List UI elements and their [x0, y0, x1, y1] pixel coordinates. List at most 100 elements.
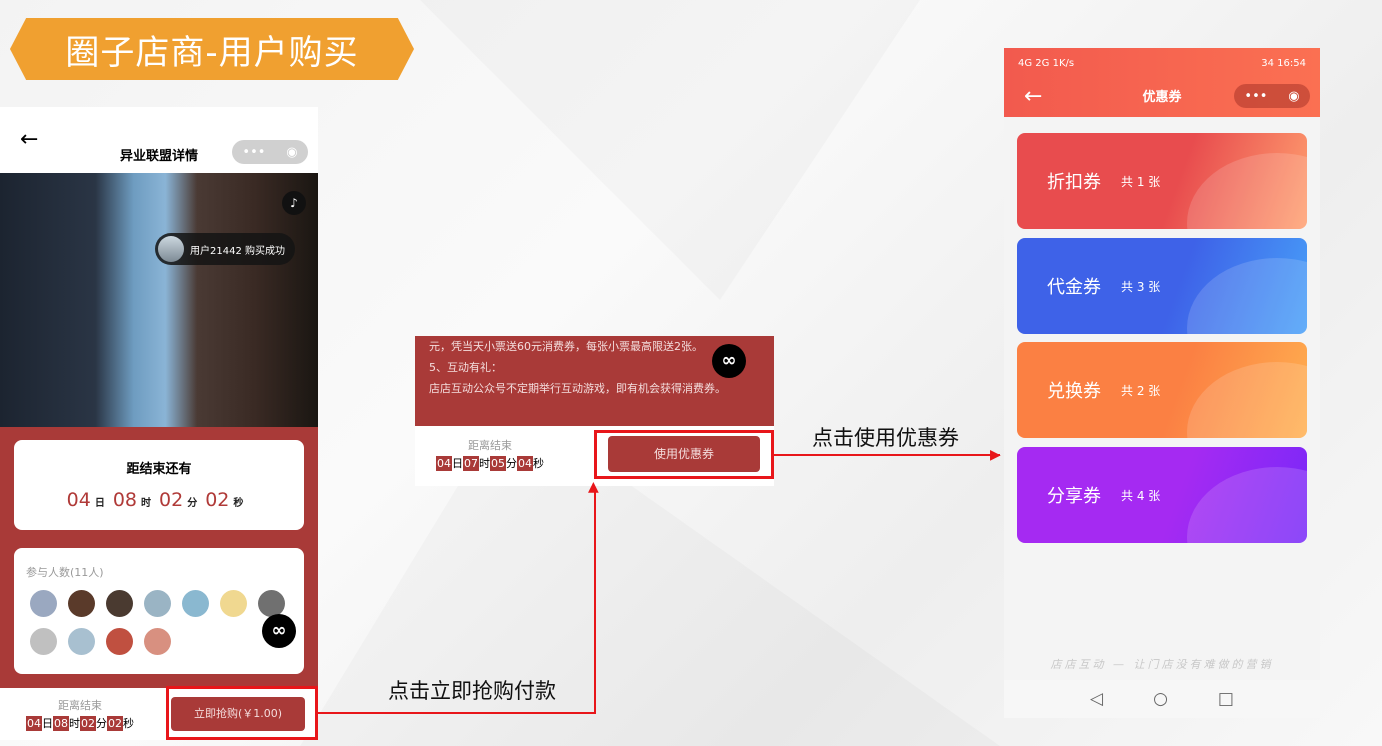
unit: 时 [69, 717, 80, 730]
coupon-name: 代金券 [1047, 277, 1101, 298]
use-coupon-button[interactable]: 使用优惠券 [608, 436, 760, 472]
coupon-card[interactable]: 兑换券 共 2 张 [1017, 342, 1307, 438]
capsule-menu: ••• ◉ [1234, 84, 1310, 108]
decoration [1187, 362, 1307, 438]
participant-avatar[interactable] [68, 628, 95, 655]
more-dots-icon[interactable]: ••• [1244, 88, 1268, 104]
coupon-card[interactable]: 分享券共 4 张 [1017, 447, 1307, 543]
unit: 秒 [123, 717, 134, 730]
participant-avatar[interactable] [68, 590, 95, 617]
header: ← 优惠券 ••• ◉ [1004, 78, 1320, 117]
mini-program-icon[interactable]: ∞ [712, 344, 746, 378]
decoration [1187, 258, 1307, 334]
status-left: 4G 2G 1K/s [1018, 57, 1075, 69]
participant-avatar[interactable] [106, 590, 133, 617]
participant-avatar[interactable] [30, 628, 57, 655]
coupon-card[interactable]: 折扣券 共 1 张 [1017, 133, 1307, 229]
arrow-left-icon[interactable]: ← [1024, 84, 1043, 109]
days: 04 [436, 456, 452, 471]
unit: 分 [96, 717, 107, 730]
coupon-card[interactable]: 代金券 共 3 张 [1017, 238, 1307, 334]
participant-avatar[interactable] [182, 590, 209, 617]
buy-now-button[interactable]: 立即抢购(￥1.00) [171, 697, 305, 731]
avatar-list [26, 590, 292, 655]
back-triangle-icon[interactable]: ◁ [1090, 689, 1104, 709]
mini-program-icon[interactable]: ∞ [262, 614, 296, 648]
unit: 日 [42, 717, 53, 730]
header: ← 异业联盟详情 ••• ◉ [0, 107, 318, 173]
participants-card: 参与人数(11人) [14, 548, 304, 674]
annotation-use: 点击使用优惠券 [812, 426, 959, 450]
rule-line: 5、互动有礼： [429, 361, 502, 374]
arrow-line [774, 454, 1000, 456]
toast-text: 用户21442 购买成功 [190, 245, 285, 257]
countdown-label: 距离结束 [58, 699, 102, 712]
seconds: 02 [205, 489, 230, 511]
music-icon[interactable]: ♪ [282, 191, 306, 215]
annotation-buy: 点击立即抢购付款 [388, 679, 556, 703]
unit: 时 [479, 457, 490, 470]
page-title: 异业联盟详情 [119, 148, 198, 164]
recent-square-icon[interactable]: □ [1217, 689, 1234, 709]
minutes: 05 [490, 456, 506, 471]
arrow-right-icon: ▶ [990, 447, 1001, 463]
participant-avatar[interactable] [106, 628, 133, 655]
minutes: 02 [80, 716, 96, 731]
status-right: 34 16:54 [1261, 57, 1306, 69]
home-circle-icon[interactable]: ○ [1153, 689, 1168, 709]
avatar [158, 236, 184, 262]
rule-line: 店店互动公众号不定期举行互动游戏，即有机会获得消费券。 [429, 382, 726, 395]
arrow-up-icon: ▲ [588, 479, 599, 495]
target-circle-icon[interactable]: ◉ [1288, 88, 1300, 104]
arrow-line [594, 490, 596, 714]
highlight-box [166, 686, 318, 740]
unit: 日 [452, 457, 463, 470]
more-dots-icon[interactable]: ••• [242, 144, 266, 160]
page-title: 优惠券 [1142, 90, 1182, 105]
coupon-count: 共 4 张 [1121, 488, 1161, 503]
participant-avatar[interactable] [30, 590, 57, 617]
rules-text: 元，凭当天小票送60元消费券，每张小票最高限送2张。 5、互动有礼： 店店互动公… [415, 336, 774, 426]
countdown-title: 距结束还有 [126, 462, 192, 477]
participant-avatar[interactable] [258, 590, 285, 617]
coupon-name: 兑换券 [1047, 381, 1101, 402]
unit: 分 [506, 457, 517, 470]
bottom-bar: 距离结束 04日08时02分02秒 立即抢购(￥1.00) [0, 688, 318, 740]
participant-avatar[interactable] [144, 628, 171, 655]
decoration [1187, 467, 1307, 543]
coupon-count: 共 1 张 [1121, 174, 1161, 189]
participant-avatar[interactable] [144, 590, 171, 617]
capsule-menu: ••• ◉ [232, 140, 308, 164]
days: 04 [66, 489, 91, 511]
coupon-count: 共 3 张 [1121, 279, 1161, 294]
unit: 秒 [533, 457, 544, 470]
target-circle-icon[interactable]: ◉ [286, 144, 298, 160]
hours: 07 [463, 456, 479, 471]
coupon-name: 折扣券 [1047, 172, 1101, 193]
participant-avatar[interactable] [220, 590, 247, 617]
android-nav-bar: ◁ ○ □ [1004, 680, 1320, 718]
decoration [1187, 153, 1307, 229]
highlight-box [594, 430, 774, 479]
unit: 秒 [233, 498, 244, 509]
arrow-left-icon[interactable]: ← [20, 127, 39, 152]
bottom-countdown: 距离结束 04日08时02分02秒 [0, 697, 160, 731]
purchase-toast: 用户21442 购买成功 [155, 233, 295, 265]
unit: 分 [187, 498, 198, 509]
coupon-count: 共 2 张 [1121, 383, 1161, 398]
unit: 时 [141, 498, 151, 509]
bottom-countdown: 距离结束 04日07时05分04秒 [415, 437, 565, 471]
right-phone-screen: 4G 2G 1K/s 34 16:54 ← 优惠券 ••• ◉ 折扣券 共 1 张代金… [1004, 48, 1320, 718]
banner-title: 圈子店商-用户购买 [10, 18, 414, 80]
status-bar: 4G 2G 1K/s 34 16:54 [1004, 48, 1320, 78]
days: 04 [26, 716, 42, 731]
footer-slogan: 店店互动 — 让门店没有难做的营销 [1050, 658, 1274, 671]
unit: 日 [94, 498, 105, 509]
seconds: 02 [107, 716, 123, 731]
countdown-label: 距离结束 [468, 439, 512, 452]
hours: 08 [112, 489, 137, 511]
banner-photo: ♪ 用户21442 购买成功 [0, 173, 318, 427]
